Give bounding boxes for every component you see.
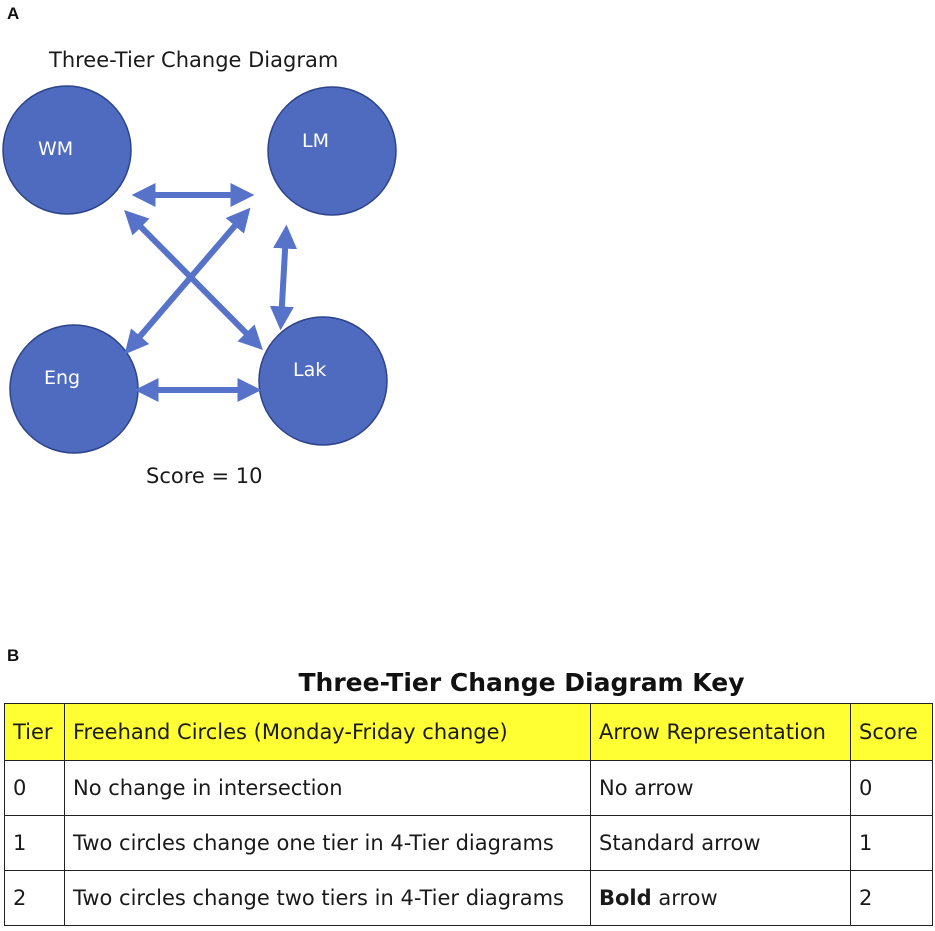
change-diagram: WM LM Eng Lak [2, 85, 397, 454]
node-eng [9, 324, 139, 454]
key-table: Tier Freehand Circles (Monday-Friday cha… [4, 703, 933, 926]
node-label-lak: Lak [293, 359, 326, 381]
node-label-lm: LM [302, 130, 329, 152]
table-row: 0 No change in intersection No arrow 0 [4, 760, 933, 816]
panel-a-letter: A [7, 4, 20, 23]
arrow-lm-eng [124, 207, 251, 355]
cell-arrow: No arrow [590, 760, 851, 816]
cell-tier: 0 [4, 760, 65, 816]
cell-tier: 1 [4, 815, 65, 871]
cell-circles: Two circles change two tiers in 4-Tier d… [64, 870, 591, 926]
diagram-title: Three-Tier Change Diagram [49, 48, 339, 72]
node-lak [258, 316, 388, 446]
header-tier: Tier [4, 703, 65, 761]
node-label-wm: WM [38, 138, 73, 160]
key-title: Three-Tier Change Diagram Key [298, 668, 745, 697]
header-score: Score [850, 703, 933, 761]
table-row: 2 Two circles change two tiers in 4-Tier… [4, 870, 933, 926]
cell-score: 0 [850, 760, 933, 816]
table-header-row: Tier Freehand Circles (Monday-Friday cha… [4, 703, 933, 761]
node-label-eng: Eng [44, 367, 80, 389]
cell-circles: Two circles change one tier in 4-Tier di… [64, 815, 591, 871]
cell-arrow: Bold arrow [590, 870, 851, 926]
cell-arrow-rest: arrow [651, 886, 718, 910]
cell-score: 2 [850, 870, 933, 926]
cell-circles: No change in intersection [64, 760, 591, 816]
arrow-lm-lak [269, 224, 298, 331]
cell-score: 1 [850, 815, 933, 871]
header-circles: Freehand Circles (Monday-Friday change) [64, 703, 591, 761]
score-label: Score = 10 [146, 464, 263, 488]
cell-arrow: Standard arrow [590, 815, 851, 871]
cell-arrow-bold-word: Bold [599, 886, 652, 910]
node-lm [267, 86, 397, 216]
panel-b-letter: B [7, 646, 20, 665]
table-row: 1 Two circles change one tier in 4-Tier … [4, 815, 933, 871]
node-wm [2, 85, 132, 215]
cell-tier: 2 [4, 870, 65, 926]
header-arrow: Arrow Representation [590, 703, 851, 761]
